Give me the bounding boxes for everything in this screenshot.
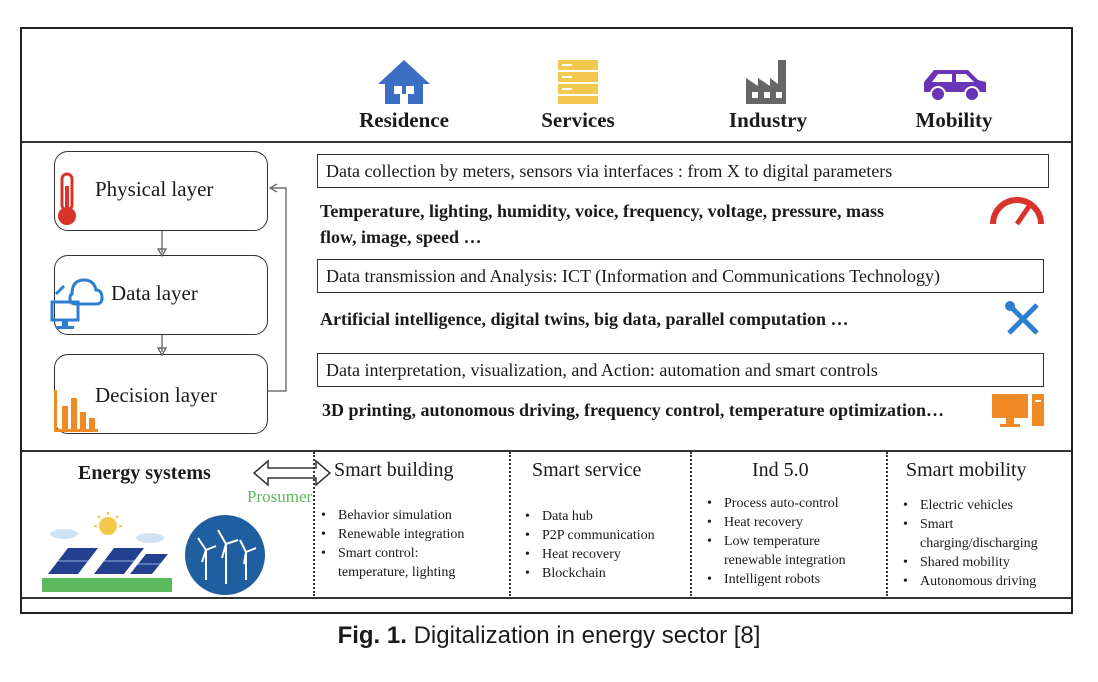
sector-residence: Residence	[334, 58, 474, 133]
data-layer-box: Data layer	[54, 255, 268, 335]
thermometer-icon	[58, 172, 76, 225]
tools-icon	[1005, 301, 1039, 335]
list-item: charging/discharging	[920, 536, 1038, 551]
smart-building-list: Behavior simulation Renewable integratio…	[318, 506, 464, 582]
decision-detail-text: 3D printing, autonomous driving, frequen…	[322, 397, 944, 423]
list-item: Shared mobility	[900, 553, 1038, 572]
physical-detail-text: Temperature, lighting, humidity, voice, …	[320, 198, 884, 250]
smart-mobility-title: Smart mobility	[906, 459, 1027, 481]
column-separator	[690, 452, 692, 596]
double-arrow-icon	[252, 459, 332, 487]
layer-label: Decision layer	[95, 383, 217, 407]
ind-5-title: Ind 5.0	[752, 459, 809, 481]
cloud-computer-icon	[50, 278, 104, 329]
caption-text: Digitalization in energy sector [8]	[406, 622, 761, 649]
list-item: temperature, lighting	[338, 565, 456, 580]
wind-turbine-icon	[185, 515, 265, 595]
list-item: Autonomous driving	[900, 572, 1038, 591]
detail-line: Temperature, lighting, humidity, voice, …	[320, 201, 885, 221]
list-item: Smart control:	[318, 544, 464, 563]
list-item: P2P communication	[522, 526, 655, 545]
description-text: Data interpretation, visualization, and …	[326, 360, 878, 380]
list-item: Blockchain	[522, 564, 655, 583]
computer-icon	[992, 394, 1044, 427]
sector-label: Industry	[728, 108, 808, 132]
physical-layer-box: Physical layer	[54, 151, 268, 231]
smart-building-title: Smart building	[334, 459, 454, 481]
bottom-divider	[22, 450, 1071, 452]
factory-icon	[746, 60, 786, 104]
smart-mobility-list: Electric vehicles Smart charging/dischar…	[900, 496, 1038, 591]
list-item: Intelligent robots	[704, 570, 846, 589]
sector-services: Services	[508, 58, 648, 133]
list-item: Heat recovery	[704, 513, 846, 532]
bottom-edge-line	[22, 597, 1071, 599]
column-separator	[886, 452, 888, 596]
figure-frame	[20, 27, 1073, 614]
list-item: renewable integration	[724, 553, 846, 568]
data-detail-text: Artificial intelligence, digital twins, …	[320, 306, 848, 332]
sector-label: Residence	[359, 108, 449, 132]
detail-line: flow, image, speed …	[320, 227, 482, 247]
layer-label: Data layer	[111, 281, 198, 305]
bar-chart-icon	[54, 390, 98, 432]
smart-service-list: Data hub P2P communication Heat recovery…	[522, 507, 655, 583]
house-icon	[378, 60, 430, 104]
sector-label: Mobility	[915, 108, 993, 132]
column-separator	[313, 452, 315, 596]
list-item: Electric vehicles	[900, 496, 1038, 515]
column-separator	[509, 452, 511, 596]
list-item: Data hub	[522, 507, 655, 526]
layer-flow-arrows	[156, 183, 287, 392]
sector-mobility: Mobility	[884, 58, 1024, 133]
figure-caption: Fig. 1. Digitalization in energy sector …	[0, 622, 1098, 650]
car-icon	[924, 70, 986, 102]
data-interpretation-box: Data interpretation, visualization, and …	[317, 353, 1044, 387]
sector-label: Services	[541, 108, 615, 132]
description-text: Data transmission and Analysis: ICT (Inf…	[326, 266, 940, 286]
list-item: Heat recovery	[522, 545, 655, 564]
list-item: Renewable integration	[318, 525, 464, 544]
list-item: Low temperature	[704, 532, 846, 551]
list-item: Process auto-control	[704, 494, 846, 513]
solar-panel-icon	[42, 512, 172, 592]
detail-line: Artificial intelligence, digital twins, …	[320, 309, 849, 329]
smart-service-title: Smart service	[532, 459, 642, 481]
data-collection-box: Data collection by meters, sensors via i…	[317, 154, 1049, 188]
energy-systems-title: Energy systems	[78, 462, 211, 484]
detail-line: 3D printing, autonomous driving, frequen…	[322, 400, 944, 420]
sector-industry: Industry	[698, 58, 838, 133]
ind-5-list: Process auto-control Heat recovery Low t…	[704, 494, 846, 589]
list-item: Smart	[900, 515, 1038, 534]
data-transmission-box: Data transmission and Analysis: ICT (Inf…	[317, 259, 1044, 293]
server-stack-icon	[558, 60, 598, 104]
prosumer-label: Prosumer	[247, 487, 313, 506]
header-divider	[22, 141, 1071, 143]
list-item: Behavior simulation	[318, 506, 464, 525]
gauge-icon	[990, 197, 1044, 226]
description-text: Data collection by meters, sensors via i…	[326, 161, 893, 181]
layer-label: Physical layer	[95, 177, 214, 201]
figure-number: Fig. 1.	[337, 622, 407, 649]
